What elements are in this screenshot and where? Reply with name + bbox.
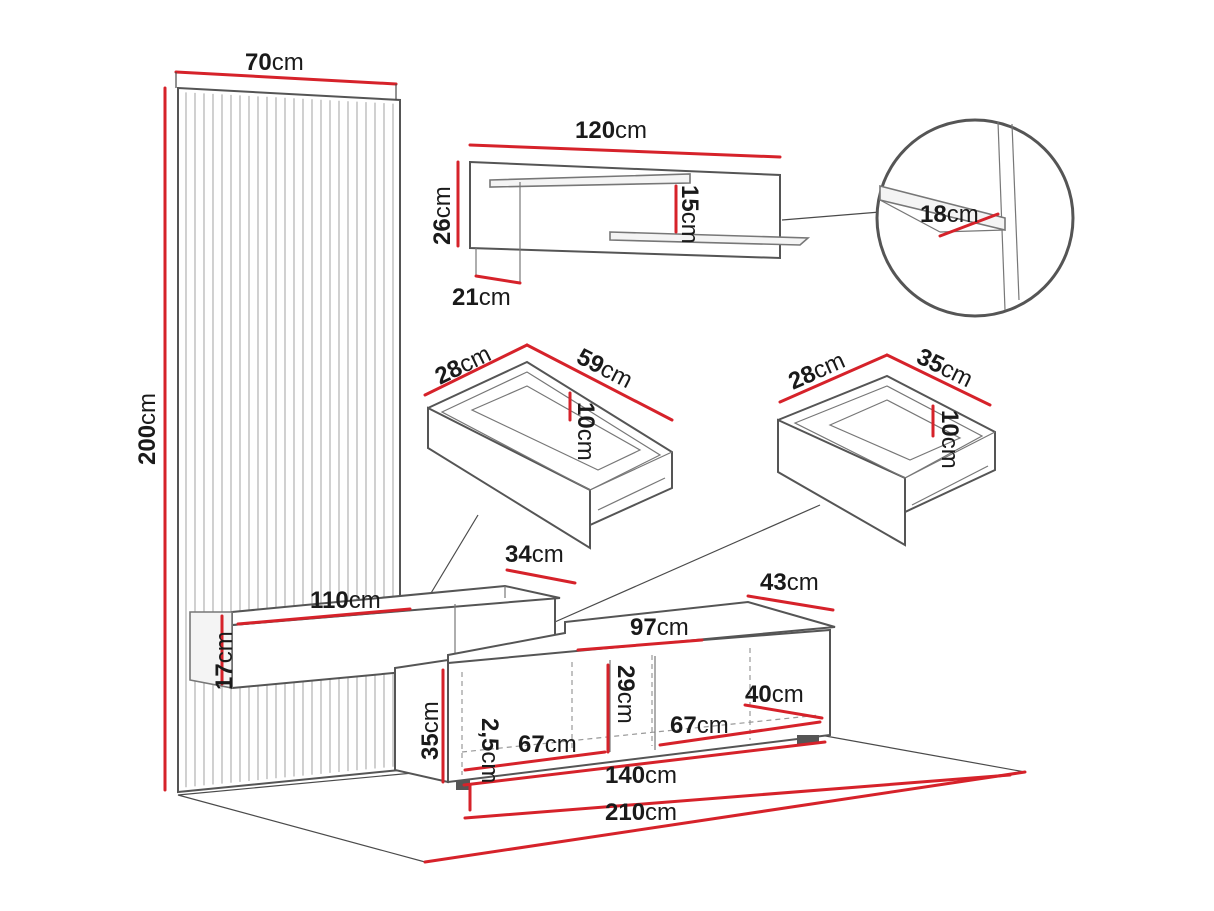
drawer-small-depth-line <box>778 353 889 404</box>
drawer-small-depth-label: 28cm <box>784 347 849 396</box>
console-depth-line <box>505 568 577 585</box>
drawer-small <box>777 374 996 547</box>
floor-210-line <box>423 770 1027 864</box>
detail-thickness-line <box>938 212 1000 238</box>
console-height-label: 17cm <box>211 631 238 690</box>
tv-leg-label: 2,5cm <box>476 718 503 783</box>
tv-stand <box>394 600 836 790</box>
tv-width-line <box>462 740 827 787</box>
tv-height-label: 35cm <box>417 701 444 760</box>
shelf-depth-line <box>474 274 522 285</box>
tv-inner-depth-label: 40cm <box>745 681 804 708</box>
drawer-large <box>427 360 673 550</box>
tv-left-compartment-label: 67cm <box>518 731 577 758</box>
tv-topwidth-line <box>576 638 704 652</box>
tv-left-compartment-line <box>463 750 607 772</box>
thickness-detail-circle <box>875 118 1075 318</box>
panel-width-line <box>174 70 398 86</box>
tv-depth-label: 43cm <box>760 569 819 596</box>
drawer-small-width-line <box>885 353 992 407</box>
shelf-gap-label: 15cm <box>676 185 703 244</box>
panel-height-label: 200cm <box>134 393 161 465</box>
overall-width-label: 210cm <box>605 799 677 826</box>
detail-thickness-label: 18cm <box>920 201 979 228</box>
tv-inner-depth-line <box>743 703 824 720</box>
tv-right-compartment-label: 67cm <box>670 712 729 739</box>
tv-depth-line <box>746 594 835 612</box>
shelf-width-line <box>468 143 782 159</box>
drawer-small-width-label: 35cm <box>912 343 977 393</box>
console-depth-label: 34cm <box>505 541 564 568</box>
drawer-large-height-label: 10cm <box>572 402 599 461</box>
overall-width-line <box>463 773 1012 820</box>
shelf-depth-label: 21cm <box>452 284 511 311</box>
wall-shelf <box>469 160 811 282</box>
tv-right-compartment-line <box>658 720 822 747</box>
drawer-large-width-line <box>525 343 674 422</box>
tv-inner-height-label: 29cm <box>612 665 639 724</box>
shelf-height-label: 26cm <box>429 186 456 245</box>
drawer-large-depth-line <box>423 343 529 397</box>
shelf-width-label: 120cm <box>575 117 647 144</box>
console-width-line <box>236 607 412 626</box>
tv-width-label: 140cm <box>605 762 677 789</box>
drawer-small-height-label: 10cm <box>936 410 963 469</box>
console-width-label: 110cm <box>310 587 381 614</box>
panel-width-label: 70cm <box>245 49 304 76</box>
tv-topwidth-label: 97cm <box>630 614 689 641</box>
